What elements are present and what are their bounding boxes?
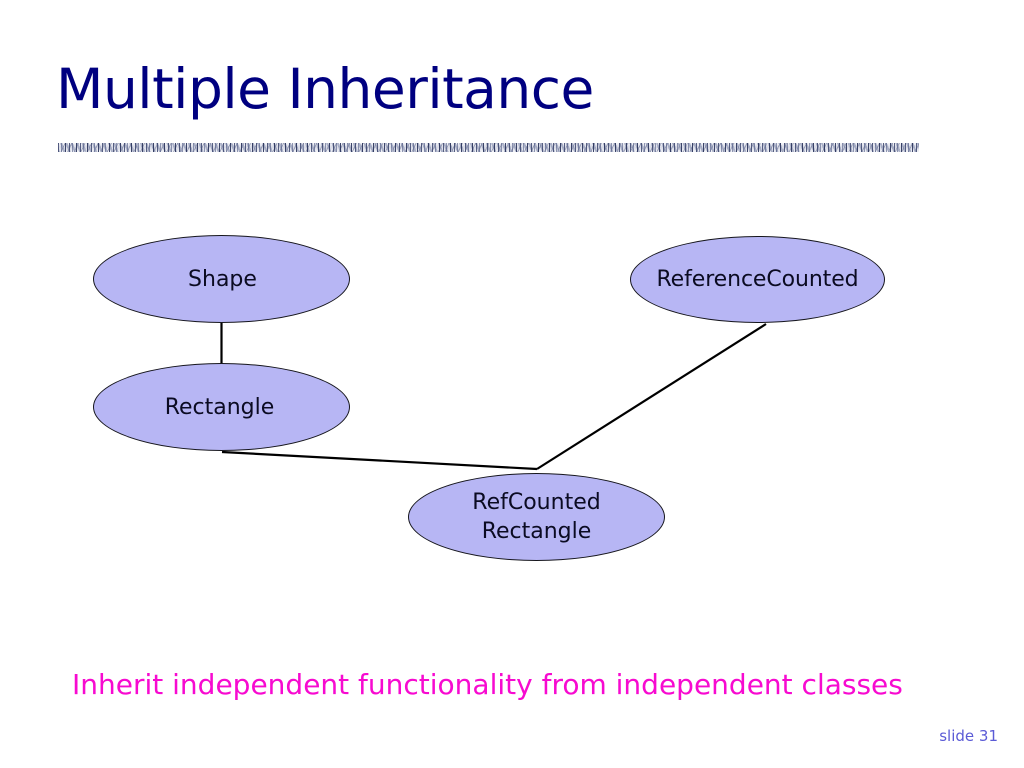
node-refcounted-rectangle-label-line2: Rectangle [481,519,592,544]
node-reference-counted-label: ReferenceCounted [656,267,859,292]
slide-caption: Inherit independent functionality from i… [72,668,903,701]
page-title: Multiple Inheritance [56,57,594,121]
edge-referencecounted-to-refcountedrectangle [536,323,767,470]
node-shape[interactable]: Shape [93,235,350,323]
edge-rectangle-to-refcountedrectangle [221,450,538,471]
node-refcounted-rectangle-label-line1: RefCounted [472,490,601,515]
node-rectangle[interactable]: Rectangle [93,363,350,451]
slide-number: slide 31 [939,727,998,745]
node-refcounted-rectangle[interactable]: RefCounted Rectangle [408,473,665,561]
node-rectangle-label: Rectangle [164,394,275,420]
title-divider-rule [58,143,919,152]
node-shape-label: Shape [188,266,257,292]
node-reference-counted[interactable]: ReferenceCounted [630,236,885,323]
